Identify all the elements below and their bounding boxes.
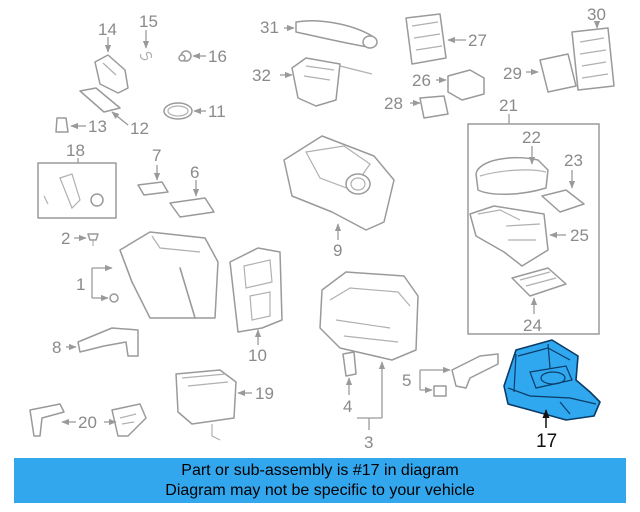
banner-line-2: Diagram may not be specific to your vehi… <box>165 481 475 499</box>
callout-27: 27 <box>468 31 487 50</box>
part-27-bracket <box>405 13 447 65</box>
callout-7: 7 <box>152 146 161 165</box>
callout-1: 1 <box>76 275 85 294</box>
callout-23: 23 <box>564 151 583 170</box>
part-15-clip <box>139 51 153 61</box>
part-30-panel <box>571 27 615 91</box>
callout-14: 14 <box>98 20 117 39</box>
callout-9: 9 <box>333 241 342 260</box>
callout-28: 28 <box>384 94 403 113</box>
part-32-mechanism <box>291 57 373 107</box>
part-8-trim <box>77 327 139 357</box>
callout-3: 3 <box>364 433 373 452</box>
callout-17-highlighted: 17 <box>536 431 557 452</box>
callout-12: 12 <box>130 119 149 138</box>
callout-22: 22 <box>522 128 541 147</box>
callout-18: 18 <box>66 141 85 160</box>
part-19-bin <box>175 369 237 441</box>
callout-6: 6 <box>190 163 199 182</box>
part-31-armrest-cover <box>295 20 378 49</box>
callout-32: 32 <box>252 66 271 85</box>
part-11-ring <box>163 102 193 120</box>
info-banner: Part or sub-assembly is #17 in diagram D… <box>14 458 626 503</box>
part-4-bracket <box>342 351 357 377</box>
callout-29: 29 <box>503 64 522 83</box>
part-7-pad <box>137 181 169 196</box>
callout-31: 31 <box>260 18 279 37</box>
part-20-brackets <box>29 403 147 437</box>
callout-2: 2 <box>61 229 70 248</box>
part-22-lid <box>475 156 549 196</box>
part-9-console-top <box>283 135 395 231</box>
banner-line-1: Part or sub-assembly is #17 in diagram <box>181 461 459 479</box>
callout-13: 13 <box>88 117 107 136</box>
group-21-box <box>467 123 600 335</box>
part-frame <box>319 271 419 361</box>
part-6-pad <box>169 197 215 218</box>
callout-21: 21 <box>499 96 518 115</box>
part-14-bracket <box>94 54 129 94</box>
part-2-screw <box>87 233 99 246</box>
callout-30: 30 <box>587 5 606 24</box>
callout-11: 11 <box>208 102 226 121</box>
parts-diagram: 14 15 16 31 27 30 32 26 29 28 21 13 12 1… <box>29 5 615 452</box>
callout-20: 20 <box>78 413 97 432</box>
part-18-kit <box>37 162 117 219</box>
part-12-pad <box>79 87 121 113</box>
callout-24: 24 <box>523 316 542 335</box>
callout-15: 15 <box>139 12 158 31</box>
part-25-tray <box>469 205 549 267</box>
callout-5: 5 <box>402 371 411 390</box>
callout-25: 25 <box>570 226 589 245</box>
part-5-clips <box>433 353 499 397</box>
part-24-pad <box>511 267 567 297</box>
part-26-switch <box>447 69 485 101</box>
callout-26: 26 <box>412 71 431 90</box>
callout-10: 10 <box>248 346 267 365</box>
part-10-panel <box>229 247 283 333</box>
part-28-module <box>419 95 449 119</box>
callout-8: 8 <box>52 338 61 357</box>
part-23-pad <box>541 189 585 213</box>
part-1-console-housing <box>109 231 219 319</box>
callout-4: 4 <box>343 397 352 416</box>
part-16-clip <box>178 50 192 62</box>
part-17-highlighted-assembly <box>503 339 601 421</box>
part-13-clip <box>55 117 69 133</box>
callout-16: 16 <box>208 47 227 66</box>
callout-19: 19 <box>255 384 274 403</box>
part-29-mat <box>539 53 577 93</box>
